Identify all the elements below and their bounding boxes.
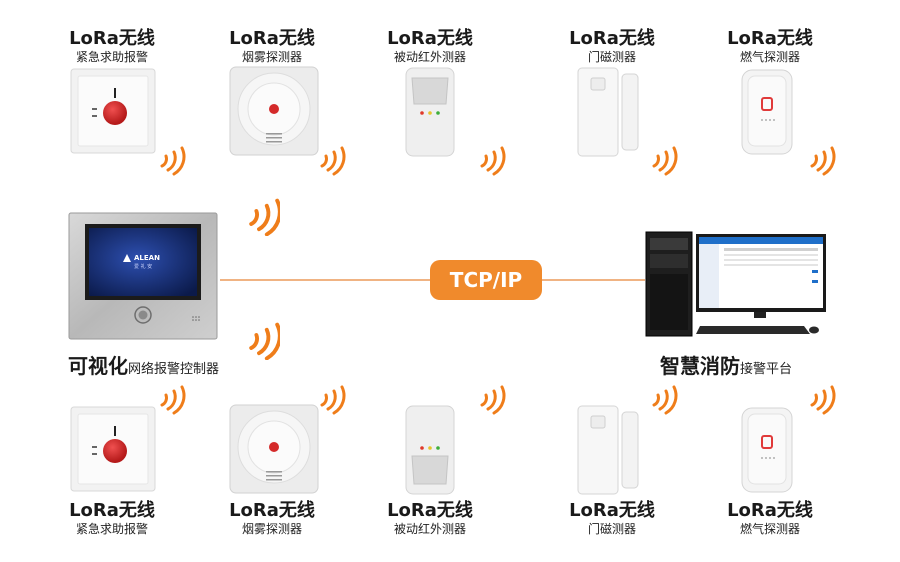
device-title: LoRa无线	[727, 500, 813, 521]
screen-logo: ALEAN	[134, 254, 160, 262]
platform-caption: 智慧消防接警平台	[660, 350, 792, 379]
device-title: LoRa无线	[387, 28, 473, 49]
device-subtitle: 燃气探测器	[739, 522, 800, 536]
wireless-signal-icon	[160, 385, 186, 415]
label-top-smoke: LoRa无线 烟雾探测器	[202, 28, 342, 65]
label-bottom-panic: LoRa无线 紧急求助报警	[42, 500, 182, 537]
tcp-ip-badge: TCP/IP	[430, 260, 542, 300]
device-title: LoRa无线	[569, 500, 655, 521]
label-bottom-pir: LoRa无线 被动红外测器	[360, 500, 500, 537]
gas-detector-icon	[741, 69, 793, 155]
device-title: LoRa无线	[569, 28, 655, 49]
platform-computer-icon	[645, 231, 826, 337]
device-title: LoRa无线	[727, 28, 813, 49]
device-subtitle: 被动红外测器	[393, 50, 466, 64]
wireless-signal-icon	[480, 146, 506, 176]
label-bottom-door: LoRa无线 门磁测器	[542, 500, 682, 537]
door-magnet-icon	[577, 67, 639, 157]
panic-button-icon	[70, 68, 156, 154]
wireless-signal-icon	[160, 146, 186, 176]
device-title: LoRa无线	[69, 28, 155, 49]
wireless-signal-icon	[320, 385, 346, 415]
label-top-panic: LoRa无线 紧急求助报警	[42, 28, 182, 65]
platform-name-bold: 智慧消防	[660, 354, 740, 378]
device-title: LoRa无线	[387, 500, 473, 521]
door-magnet-icon	[577, 405, 639, 495]
label-top-pir: LoRa无线 被动红外测器	[360, 28, 500, 65]
smoke-detector-icon	[229, 66, 319, 156]
wireless-signal-icon	[810, 385, 836, 415]
panic-button-icon	[70, 406, 156, 492]
wireless-signal-icon	[652, 146, 678, 176]
label-top-gas: LoRa无线 燃气探测器	[700, 28, 840, 65]
controller-caption: 可视化网络报警控制器	[68, 350, 219, 379]
label-top-door: LoRa无线 门磁测器	[542, 28, 682, 65]
device-subtitle: 紧急求助报警	[75, 522, 148, 536]
gas-detector-icon	[741, 407, 793, 493]
alarm-controller-panel: ALEAN 爱 礼 安	[68, 212, 218, 340]
device-title: LoRa无线	[229, 500, 315, 521]
device-subtitle: 烟雾探测器	[241, 50, 302, 64]
wireless-signal-icon	[320, 146, 346, 176]
device-title: LoRa无线	[229, 28, 315, 49]
controller-name-rest: 网络报警控制器	[128, 362, 220, 377]
pir-sensor-icon	[405, 405, 455, 495]
device-subtitle: 门磁测器	[587, 50, 636, 64]
wireless-signal-icon	[810, 146, 836, 176]
device-subtitle: 燃气探测器	[739, 50, 800, 64]
controller-name-bold: 可视化	[68, 354, 128, 378]
pir-sensor-icon	[405, 67, 455, 157]
wireless-signal-icon	[249, 198, 280, 236]
wireless-signal-icon	[249, 322, 280, 360]
device-subtitle: 烟雾探测器	[241, 522, 302, 536]
device-subtitle: 门磁测器	[587, 522, 636, 536]
device-title: LoRa无线	[69, 500, 155, 521]
screen-logo-sub: 爱 礼 安	[134, 263, 152, 270]
label-bottom-gas: LoRa无线 燃气探测器	[700, 500, 840, 537]
wireless-signal-icon	[480, 385, 506, 415]
label-bottom-smoke: LoRa无线 烟雾探测器	[202, 500, 342, 537]
smoke-detector-icon	[229, 404, 319, 494]
device-subtitle: 被动红外测器	[393, 522, 466, 536]
wireless-signal-icon	[652, 385, 678, 415]
platform-name-rest: 接警平台	[740, 362, 793, 377]
device-subtitle: 紧急求助报警	[75, 50, 148, 64]
